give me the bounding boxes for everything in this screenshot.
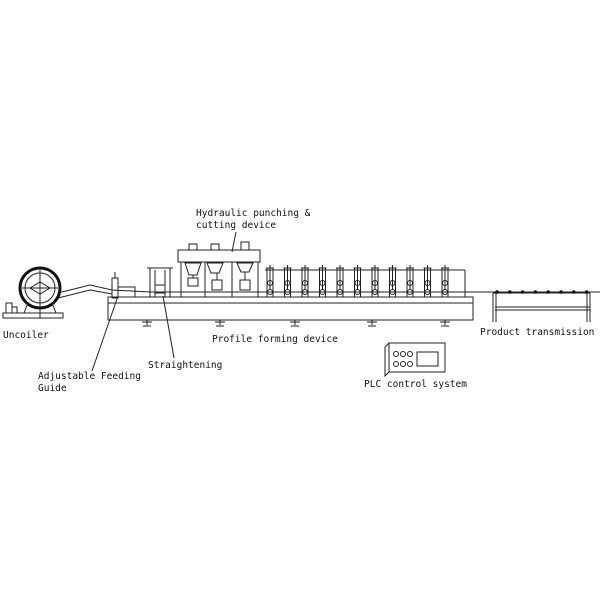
machine-foot bbox=[215, 320, 225, 327]
conveyor-roller bbox=[520, 290, 525, 294]
forming-stand bbox=[406, 265, 414, 297]
label-straightening: Straightening bbox=[148, 360, 222, 371]
forming-stand bbox=[353, 265, 362, 297]
machine-foot bbox=[142, 320, 152, 327]
product-conveyor bbox=[492, 290, 591, 322]
conveyor-roller bbox=[546, 290, 550, 294]
machine-foot bbox=[290, 320, 300, 327]
label-plc: PLC control system bbox=[364, 379, 467, 390]
label-uncoiler: Uncoiler bbox=[3, 330, 49, 341]
label-feeding-1: Adjustable Feeding bbox=[38, 371, 141, 382]
machine-foot bbox=[367, 320, 377, 327]
leader-hydraulic bbox=[231, 231, 237, 253]
uncoiler bbox=[2, 266, 64, 319]
conveyor-roller bbox=[533, 290, 538, 294]
leader-feeding bbox=[91, 295, 119, 372]
conveyor-roller bbox=[584, 290, 589, 294]
straightening-unit bbox=[147, 267, 173, 297]
feeding-guide bbox=[111, 272, 136, 299]
forming-stand bbox=[301, 265, 309, 297]
conveyor-roller bbox=[508, 290, 512, 294]
conveyor-roller bbox=[495, 290, 499, 294]
machine-foot bbox=[440, 320, 450, 327]
forming-stand bbox=[423, 265, 432, 297]
forming-stands bbox=[266, 265, 449, 297]
forming-stand bbox=[336, 265, 344, 297]
hydraulic-punching-cutting-unit bbox=[177, 241, 261, 297]
plc-control-box bbox=[384, 342, 446, 378]
forming-stand bbox=[283, 265, 292, 297]
label-product-transmission: Product transmission bbox=[480, 327, 594, 338]
forming-stand bbox=[318, 265, 327, 297]
leader-straightening bbox=[162, 295, 175, 359]
machine-feet bbox=[142, 320, 450, 327]
label-hydraulic-2: cutting device bbox=[196, 220, 276, 231]
forming-stand bbox=[371, 265, 379, 297]
forming-stand bbox=[441, 265, 449, 297]
label-feeding-2: Guide bbox=[38, 383, 67, 394]
strip-line bbox=[57, 284, 600, 294]
forming-stand bbox=[388, 265, 397, 297]
conveyor-roller bbox=[559, 290, 563, 294]
forming-stand bbox=[266, 265, 274, 297]
conveyor-roller bbox=[572, 290, 576, 294]
machine-base bbox=[107, 296, 474, 321]
label-profile-forming: Profile forming device bbox=[212, 334, 338, 345]
label-hydraulic-1: Hydraulic punching & bbox=[196, 208, 311, 219]
